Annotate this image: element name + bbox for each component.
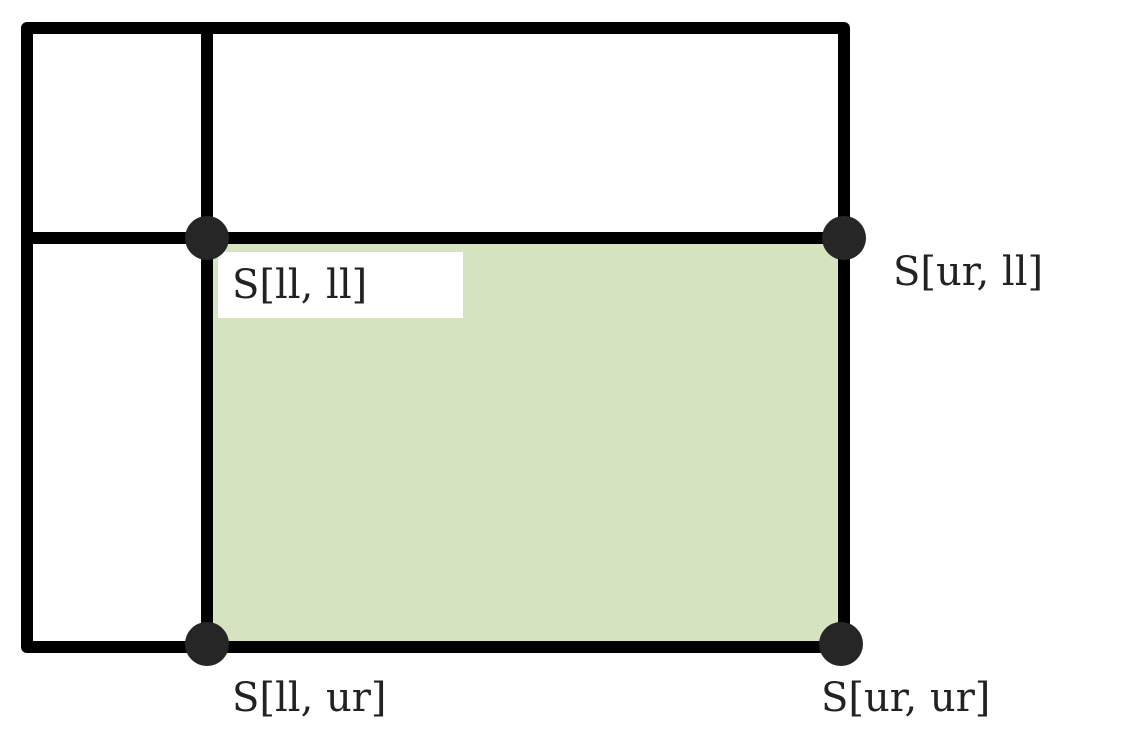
label-top-right: S[ur, ll]	[893, 249, 1043, 295]
label-bottom-left: S[ll, ur]	[232, 675, 387, 721]
top-left-label-box	[218, 252, 463, 318]
label-top-left: S[ll, ll]	[232, 262, 367, 308]
outer-frame	[21, 22, 850, 653]
corner-point-bottom-left	[185, 622, 229, 666]
corner-point-top-left	[185, 216, 229, 260]
label-bottom-right: S[ur, ur]	[821, 675, 990, 721]
corner-point-top-right	[822, 216, 866, 260]
corner-point-bottom-right	[819, 622, 863, 666]
